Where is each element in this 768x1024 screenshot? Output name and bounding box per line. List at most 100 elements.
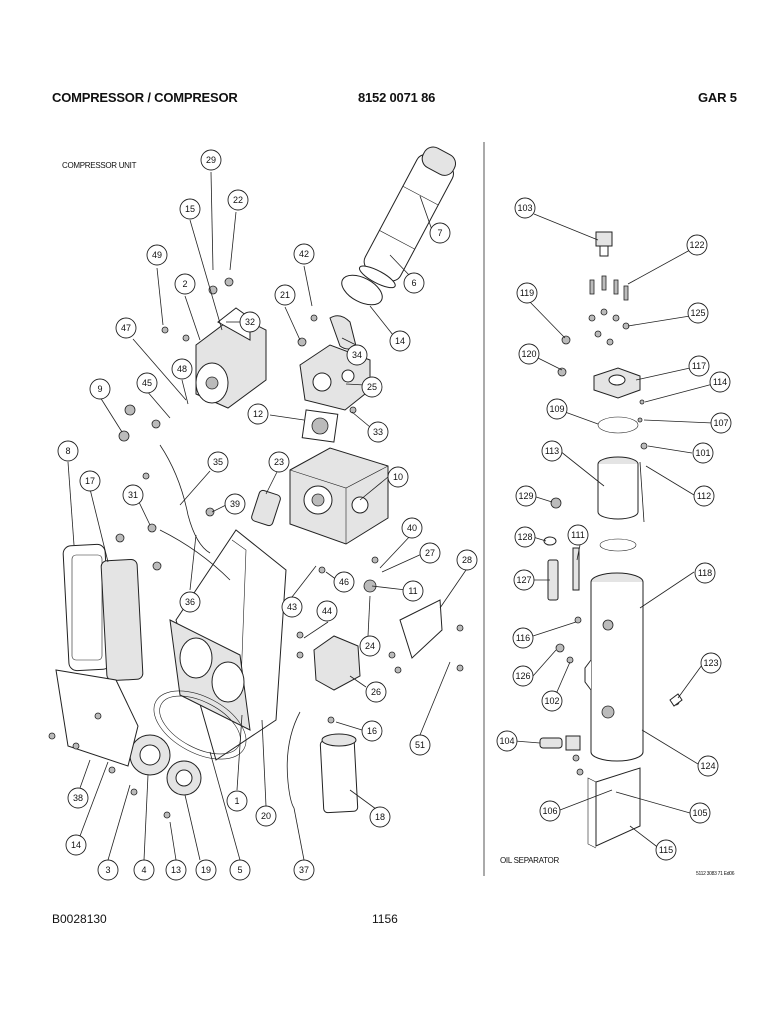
callout-number: 24: [365, 641, 375, 651]
callout-101: 101: [692, 442, 714, 464]
callout-number: 119: [520, 288, 534, 298]
callout-10: 10: [387, 466, 409, 488]
callout-number: 18: [375, 812, 385, 822]
callout-18: 18: [369, 806, 391, 828]
callout-128: 128: [514, 526, 536, 548]
callout-number: 51: [415, 740, 425, 750]
callout-number: 42: [299, 249, 309, 259]
callout-127: 127: [513, 569, 535, 591]
callout-5: 5: [229, 859, 251, 881]
callout-20: 20: [255, 805, 277, 827]
callout-26: 26: [365, 681, 387, 703]
callout-number: 28: [462, 555, 472, 565]
callout-114: 114: [709, 371, 731, 393]
compressor-unit-drawing: [48, 146, 464, 819]
callout-113: 113: [541, 440, 563, 462]
callout-1: 1: [226, 790, 248, 812]
callout-number: 46: [339, 577, 349, 587]
callout-number: 120: [521, 349, 536, 359]
callout-31: 31: [122, 484, 144, 506]
callout-number: 38: [73, 793, 83, 803]
callout-number: 23: [274, 457, 284, 467]
callout-number: 4: [141, 865, 146, 875]
callout-34: 34: [346, 344, 368, 366]
callout-number: 45: [142, 378, 152, 388]
callout-49: 49: [146, 244, 168, 266]
callout-number: 15: [185, 204, 195, 214]
callout-118: 118: [694, 562, 716, 584]
callout-number: 25: [367, 382, 377, 392]
callout-119: 119: [516, 282, 538, 304]
callout-number: 127: [516, 575, 531, 585]
callout-number: 5: [237, 865, 242, 875]
callout-35: 35: [207, 451, 229, 473]
callout-number: 101: [695, 448, 710, 458]
callout-109: 109: [546, 398, 568, 420]
callout-29: 29: [200, 149, 222, 171]
callout-number: 20: [261, 811, 271, 821]
callout-105: 105: [689, 802, 711, 824]
callout-number: 29: [206, 155, 216, 165]
callout-number: 118: [698, 568, 712, 578]
callout-number: 26: [371, 687, 381, 697]
callout-4: 4: [133, 859, 155, 881]
callout-number: 2: [182, 279, 187, 289]
callout-number: 115: [659, 845, 673, 855]
callout-number: 126: [515, 671, 530, 681]
callout-45: 45: [136, 372, 158, 394]
callout-126: 126: [512, 665, 534, 687]
callout-28: 28: [456, 549, 478, 571]
callout-number: 123: [703, 658, 718, 668]
callout-number: 34: [352, 350, 362, 360]
callout-number: 111: [571, 530, 585, 540]
callout-number: 14: [71, 840, 81, 850]
callout-42: 42: [293, 243, 315, 265]
compressor-unit-caption: COMPRESSOR UNIT: [62, 161, 137, 170]
callout-32: 32: [239, 311, 261, 333]
callout-number: 43: [287, 602, 297, 612]
callout-16: 16: [361, 720, 383, 742]
callout-number: 35: [213, 457, 223, 467]
callout-11: 11: [402, 580, 424, 602]
callout-19: 19: [195, 859, 217, 881]
callout-123: 123: [700, 652, 722, 674]
callout-27: 27: [419, 542, 441, 564]
callout-number: 122: [689, 240, 704, 250]
callout-3: 3: [97, 859, 119, 881]
oil-separator-drawing: [539, 231, 683, 849]
callout-120: 120: [518, 343, 540, 365]
callout-23: 23: [268, 451, 290, 473]
callout-17: 17: [79, 470, 101, 492]
callout-number: 47: [121, 323, 131, 333]
callout-number: 39: [230, 499, 240, 509]
callout-number: 37: [299, 865, 309, 875]
callout-number: 106: [542, 806, 557, 816]
callout-104: 104: [496, 730, 518, 752]
callout-47: 47: [115, 317, 137, 339]
callout-number: 107: [713, 418, 728, 428]
callout-number: 11: [408, 586, 417, 596]
callout-number: 114: [713, 377, 727, 387]
document-title: COMPRESSOR / COMPRESOR: [52, 90, 238, 105]
callout-number: 112: [697, 491, 711, 501]
callout-129: 129: [515, 485, 537, 507]
callout-number: 103: [517, 203, 532, 213]
callout-112: 112: [693, 485, 715, 507]
callout-number: 21: [280, 290, 290, 300]
callout-number: 22: [233, 195, 243, 205]
callout-number: 27: [425, 548, 435, 558]
callout-number: 128: [517, 532, 532, 542]
callout-8: 8: [57, 440, 79, 462]
callout-number: 104: [499, 736, 514, 746]
callout-38: 38: [67, 787, 89, 809]
callout-116: 116: [512, 627, 534, 649]
callout-15: 15: [179, 198, 201, 220]
callout-number: 14: [395, 336, 405, 346]
callout-number: 1: [234, 796, 239, 806]
callout-102: 102: [541, 690, 563, 712]
callout-36: 36: [179, 591, 201, 613]
callout-number: 36: [185, 597, 195, 607]
callout-number: 124: [700, 761, 715, 771]
